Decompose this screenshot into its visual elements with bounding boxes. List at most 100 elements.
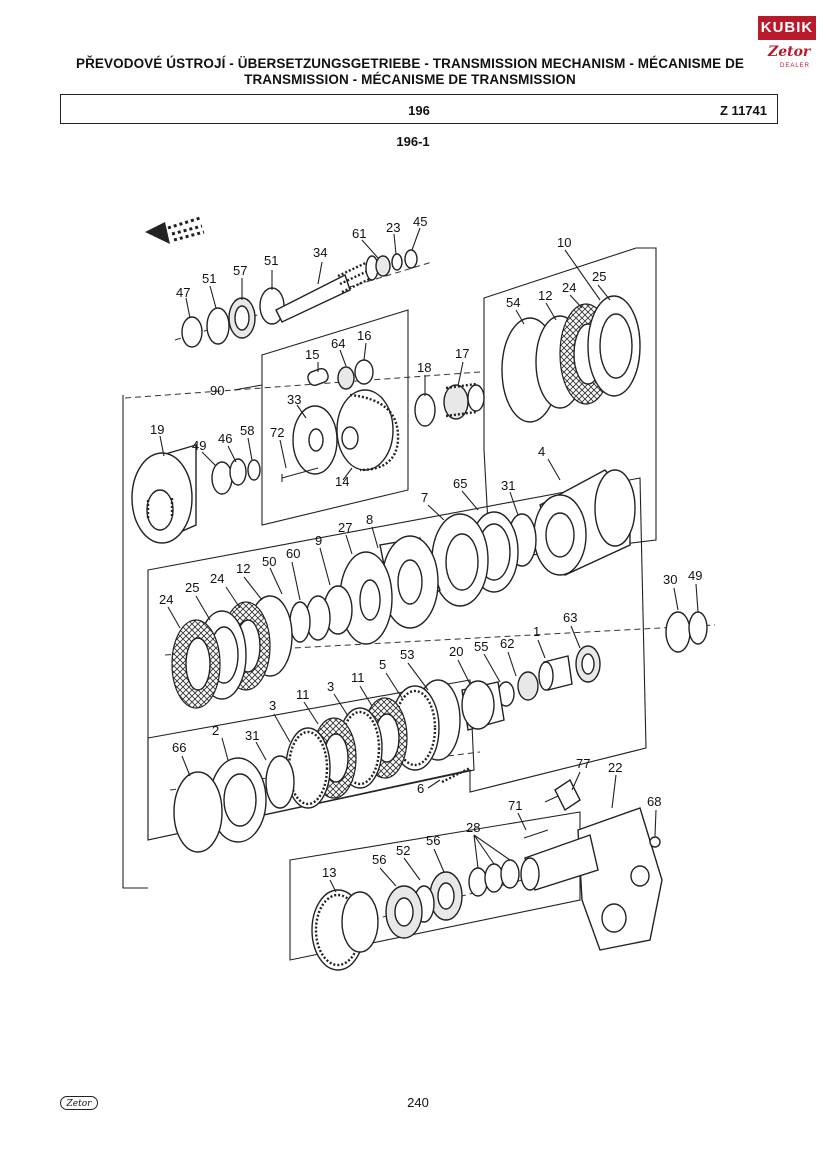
nut-68 xyxy=(649,836,661,848)
callout-25b: 25 xyxy=(185,580,199,595)
callout-24b: 24 xyxy=(210,571,224,586)
callout-11a: 11 xyxy=(351,670,365,685)
callout-68: 68 xyxy=(647,794,661,809)
ring-50 xyxy=(289,601,311,643)
washer-16 xyxy=(354,359,374,385)
callout-77: 77 xyxy=(576,756,590,771)
callout-57: 57 xyxy=(233,263,247,278)
kubik-zetor-logo: KUBIK Zetor DEALER xyxy=(758,16,818,72)
ring-18 xyxy=(414,393,436,427)
callout-27: 27 xyxy=(338,520,352,535)
callout-53: 53 xyxy=(400,647,414,662)
page-title: PŘEVODOVÉ ÚSTROJÍ - ÜBERSETZUNGSGETRIEBE… xyxy=(75,56,745,87)
callout-63: 63 xyxy=(563,610,577,625)
callout-6: 6 xyxy=(417,781,424,796)
ring-49a xyxy=(211,461,233,495)
steel-disc-25a-inner xyxy=(599,313,633,379)
planet-gear-carrier-14 xyxy=(336,389,400,472)
ring-31b xyxy=(265,755,295,809)
assembly-outline-lower xyxy=(147,679,475,841)
ring-49b xyxy=(688,611,708,645)
needle-bearing-64 xyxy=(337,366,355,390)
callout-51b: 51 xyxy=(264,253,278,268)
friction-disc-24c-inner xyxy=(185,637,211,691)
bearing-62 xyxy=(517,671,539,701)
shaft-34 xyxy=(275,255,379,323)
page-number: 240 xyxy=(407,1095,429,1110)
bolt-71 xyxy=(523,829,549,839)
callout-10: 10 xyxy=(557,235,571,250)
callout-11b: 11 xyxy=(296,687,310,702)
callout-46: 46 xyxy=(218,431,232,446)
callout-61: 61 xyxy=(352,226,366,241)
callout-49a: 49 xyxy=(192,438,206,453)
spring-6 xyxy=(441,766,471,784)
callout-25a: 25 xyxy=(592,269,606,284)
callout-56a: 56 xyxy=(372,852,386,867)
ring-30 xyxy=(665,611,691,653)
ring-28c xyxy=(500,859,520,889)
callout-19: 19 xyxy=(150,422,164,437)
callout-13: 13 xyxy=(322,865,336,880)
callout-34: 34 xyxy=(313,245,327,260)
callout-49b: 49 xyxy=(688,568,702,583)
callout-52: 52 xyxy=(396,843,410,858)
callout-12b: 12 xyxy=(236,561,250,576)
ring-45 xyxy=(404,249,418,269)
callout-31a: 31 xyxy=(501,478,515,493)
ring-47 xyxy=(181,316,203,348)
bolt-72 xyxy=(281,467,319,482)
callout-labels: 10 47 51 57 51 34 61 23 45 54 12 24 25 1… xyxy=(150,214,702,880)
callout-2: 2 xyxy=(212,723,219,738)
clutch-hub-7 xyxy=(431,513,489,607)
seal-66 xyxy=(173,771,223,853)
callout-58: 58 xyxy=(240,423,254,438)
callout-9: 9 xyxy=(315,533,322,548)
direction-arrow-icon xyxy=(145,216,205,244)
catalog-code: Z 11741 xyxy=(720,103,767,118)
callout-24c: 24 xyxy=(159,592,173,607)
callout-23: 23 xyxy=(386,220,400,235)
section-header-box: 196 Z 11741 xyxy=(60,94,778,124)
section-number: 196 xyxy=(408,103,430,118)
ring-28b xyxy=(484,863,504,893)
zetor-logo-text: Zetor xyxy=(768,44,811,60)
callout-20: 20 xyxy=(449,644,463,659)
callout-54: 54 xyxy=(506,295,520,310)
callout-30: 30 xyxy=(663,572,677,587)
callout-71: 71 xyxy=(508,798,522,813)
bearing-63 xyxy=(575,645,601,683)
bearing-56b xyxy=(429,871,463,921)
callout-28: 28 xyxy=(466,820,480,835)
subsection-number: 196-1 xyxy=(396,134,430,149)
dealer-logo-text: DEALER xyxy=(780,63,811,69)
clutch-drum-4 xyxy=(533,469,636,576)
callout-72: 72 xyxy=(270,425,284,440)
callout-50: 50 xyxy=(262,554,276,569)
housing-cover-22 xyxy=(577,807,663,951)
callout-12a: 12 xyxy=(538,288,552,303)
callout-56b: 56 xyxy=(426,833,440,848)
piston-2 xyxy=(209,757,267,843)
leader-lines xyxy=(159,227,699,893)
bearing-56a xyxy=(385,885,423,939)
callout-33: 33 xyxy=(287,392,301,407)
ring-28a xyxy=(468,867,488,897)
callout-5: 5 xyxy=(379,657,386,672)
callout-51a: 51 xyxy=(202,271,216,286)
callout-45: 45 xyxy=(413,214,427,229)
callout-18: 18 xyxy=(417,360,431,375)
callout-47: 47 xyxy=(176,285,190,300)
bearing-57-inner xyxy=(234,305,250,331)
callout-65: 65 xyxy=(453,476,467,491)
ring-46 xyxy=(229,458,247,486)
callout-7: 7 xyxy=(421,490,428,505)
assembly-outline-left xyxy=(122,395,148,889)
ring-23 xyxy=(391,253,403,271)
callout-4: 4 xyxy=(538,444,545,459)
callout-31b: 31 xyxy=(245,728,259,743)
callout-8: 8 xyxy=(366,512,373,527)
callout-22: 22 xyxy=(608,760,622,775)
kubik-logo-text: KUBIK xyxy=(758,16,816,40)
